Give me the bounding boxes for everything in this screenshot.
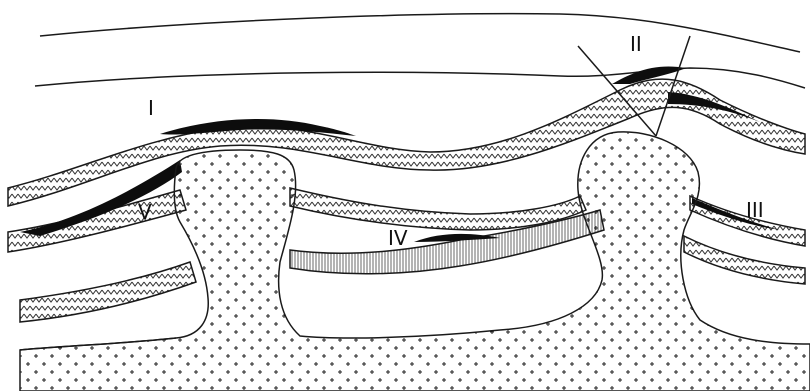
label-trap-III: III [746,200,764,220]
label-trap-V: V [138,202,152,222]
mid-bed-between-domes [290,188,586,230]
label-trap-IV: IV [388,228,408,248]
deep-bed-left [20,262,196,322]
label-trap-I: I [148,98,154,118]
label-trap-II: II [630,34,642,54]
